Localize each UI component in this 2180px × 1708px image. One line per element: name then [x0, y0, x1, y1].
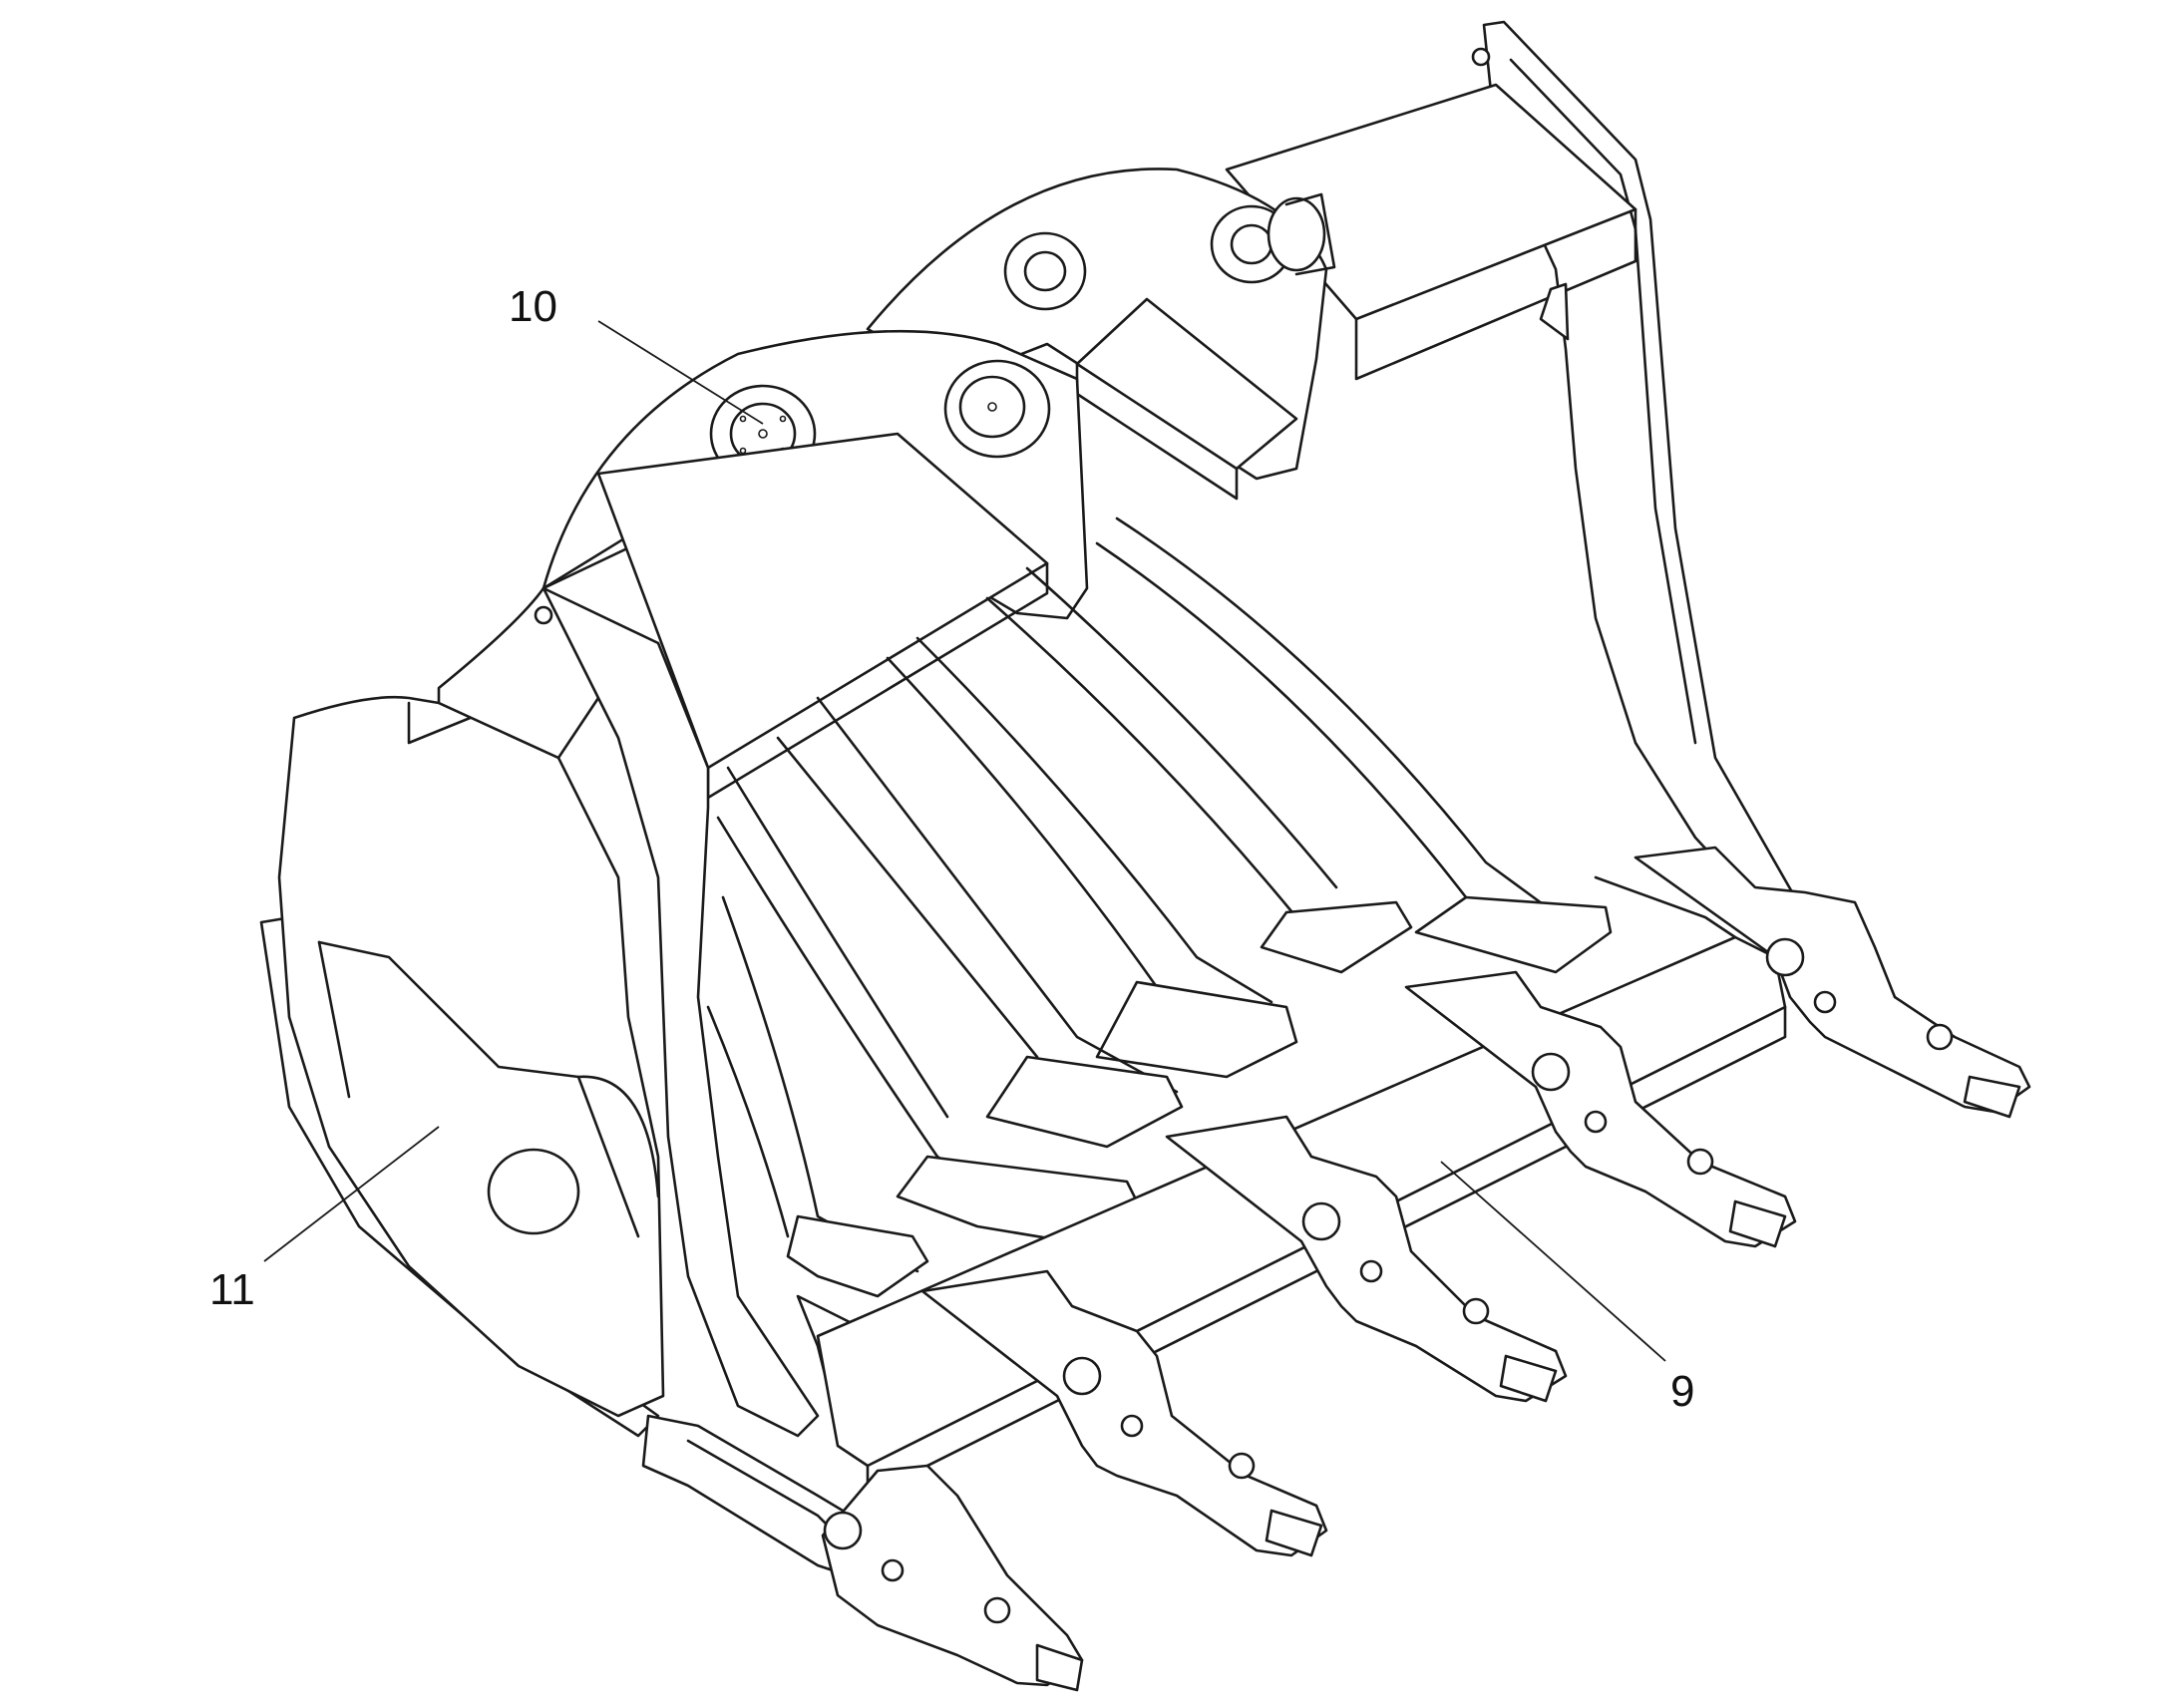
tooth-4 [1404, 970, 1797, 1248]
tooth-3 [1165, 1115, 1568, 1403]
tooth-1 [821, 1464, 1084, 1692]
callout-11-label: 11 [209, 1265, 255, 1314]
callout-9-label: 9 [1670, 1367, 1694, 1416]
left-side-plate [259, 586, 820, 1438]
callout-10-leader [597, 320, 764, 425]
callout-11-leader [263, 1126, 440, 1262]
teeth [821, 846, 2031, 1692]
callout-9-leader [1440, 1161, 1666, 1362]
callout-10: 10 [509, 282, 764, 425]
tines [706, 516, 1613, 1398]
callout-11: 11 [209, 1126, 440, 1314]
tooth-5 [1634, 846, 2031, 1119]
callout-9: 9 [1440, 1161, 1694, 1416]
callout-10-label: 10 [509, 282, 557, 331]
tooth-2 [920, 1269, 1328, 1557]
